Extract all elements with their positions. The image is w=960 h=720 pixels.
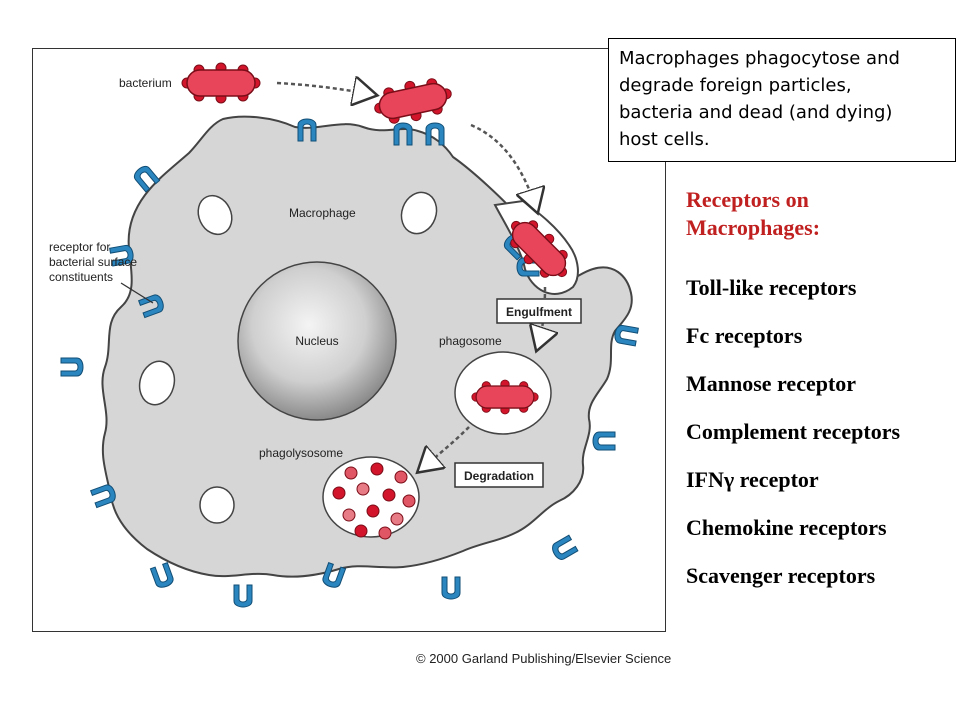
- bacterium: [471, 379, 539, 415]
- fragment: [354, 524, 368, 538]
- vacuole: [138, 360, 176, 406]
- bacterium: [510, 220, 568, 278]
- fragment: [390, 512, 404, 526]
- receptor: [90, 484, 116, 509]
- caption-line: host cells.: [619, 129, 710, 150]
- receptor: [393, 122, 413, 146]
- caption-line: bacteria and dead (and dying): [619, 102, 893, 123]
- receptor: [109, 244, 134, 267]
- label-receptor-line1: receptor for: [49, 240, 110, 254]
- receptor: [322, 562, 347, 588]
- receptor: [133, 166, 161, 193]
- receptor-item: Scavenger receptors: [686, 563, 876, 588]
- label-bacterium: bacterium: [119, 76, 172, 90]
- receptor-list: Receptors on Macrophages: Toll-like rece…: [686, 186, 956, 600]
- label-receptor-line2: bacterial surface: [49, 255, 137, 269]
- engulfment-box: [496, 298, 582, 324]
- degradation-box: [454, 462, 544, 488]
- fragment: [332, 486, 346, 500]
- receptor-item: Toll-like receptors: [686, 275, 857, 300]
- receptor: [149, 562, 174, 588]
- fragment: [402, 494, 416, 508]
- bacterium: [374, 78, 452, 124]
- receptor: [552, 534, 579, 560]
- receptor-item: Fc receptors: [686, 323, 803, 348]
- receptor-item: Complement receptors: [686, 419, 901, 444]
- receptor-label-pointer: [120, 282, 154, 304]
- bacterial-fragments: [332, 462, 416, 540]
- receptor: [441, 576, 461, 600]
- vacuole: [400, 191, 438, 235]
- label-degradation: Degradation: [464, 469, 534, 483]
- fragment: [370, 462, 384, 476]
- nucleus: [237, 261, 397, 421]
- receptor: [60, 357, 84, 377]
- fragment: [342, 508, 356, 522]
- caption-line: Macrophages phagocytose and: [619, 48, 900, 69]
- heading-line: Receptors on: [686, 187, 809, 212]
- fragment: [344, 466, 358, 480]
- vacuole: [197, 194, 233, 236]
- label-nucleus: Nucleus: [295, 334, 338, 348]
- receptor-item: Mannose receptor: [686, 371, 857, 396]
- receptor: [138, 294, 164, 319]
- receptor: [516, 257, 540, 277]
- receptor: [297, 118, 317, 142]
- label-engulfment: Engulfment: [506, 305, 572, 319]
- heading-line: Macrophages:: [686, 215, 821, 240]
- receptor: [614, 324, 639, 347]
- receptor: [592, 431, 616, 451]
- fragment: [378, 526, 392, 540]
- copyright-notice: © 2000 Garland Publishing/Elsevier Scien…: [416, 651, 672, 666]
- bacterium: [181, 62, 261, 104]
- bacteria: [181, 62, 568, 415]
- label-phagosome: phagosome: [439, 334, 502, 348]
- fragment: [356, 482, 370, 496]
- fragment: [382, 488, 396, 502]
- macrophage-diagram: bacterium Macrophage receptor for bacter…: [49, 62, 639, 608]
- arrow-approach: [276, 83, 375, 95]
- fragment: [394, 470, 408, 484]
- receptor-item: IFNγ receptor: [686, 467, 819, 492]
- arrow-binding: [470, 123, 537, 211]
- label-phagolysosome: phagolysosome: [259, 446, 343, 460]
- receptor: [233, 584, 253, 608]
- label-receptor-line3: constituents: [49, 270, 113, 284]
- label-macrophage: Macrophage: [289, 206, 356, 220]
- arrow-engulfment: [537, 286, 545, 349]
- figure-panel: bacterium Macrophage receptor for bacter…: [32, 48, 666, 632]
- vacuole: [199, 486, 235, 524]
- receptor: [425, 122, 445, 146]
- caption-line: degrade foreign particles,: [619, 75, 852, 96]
- receptor-item: Chemokine receptors: [686, 515, 887, 540]
- receptor-list-heading: Receptors on Macrophages:: [686, 186, 956, 242]
- caption-box: Macrophages phagocytose and degrade fore…: [608, 38, 956, 162]
- fragment: [366, 504, 380, 518]
